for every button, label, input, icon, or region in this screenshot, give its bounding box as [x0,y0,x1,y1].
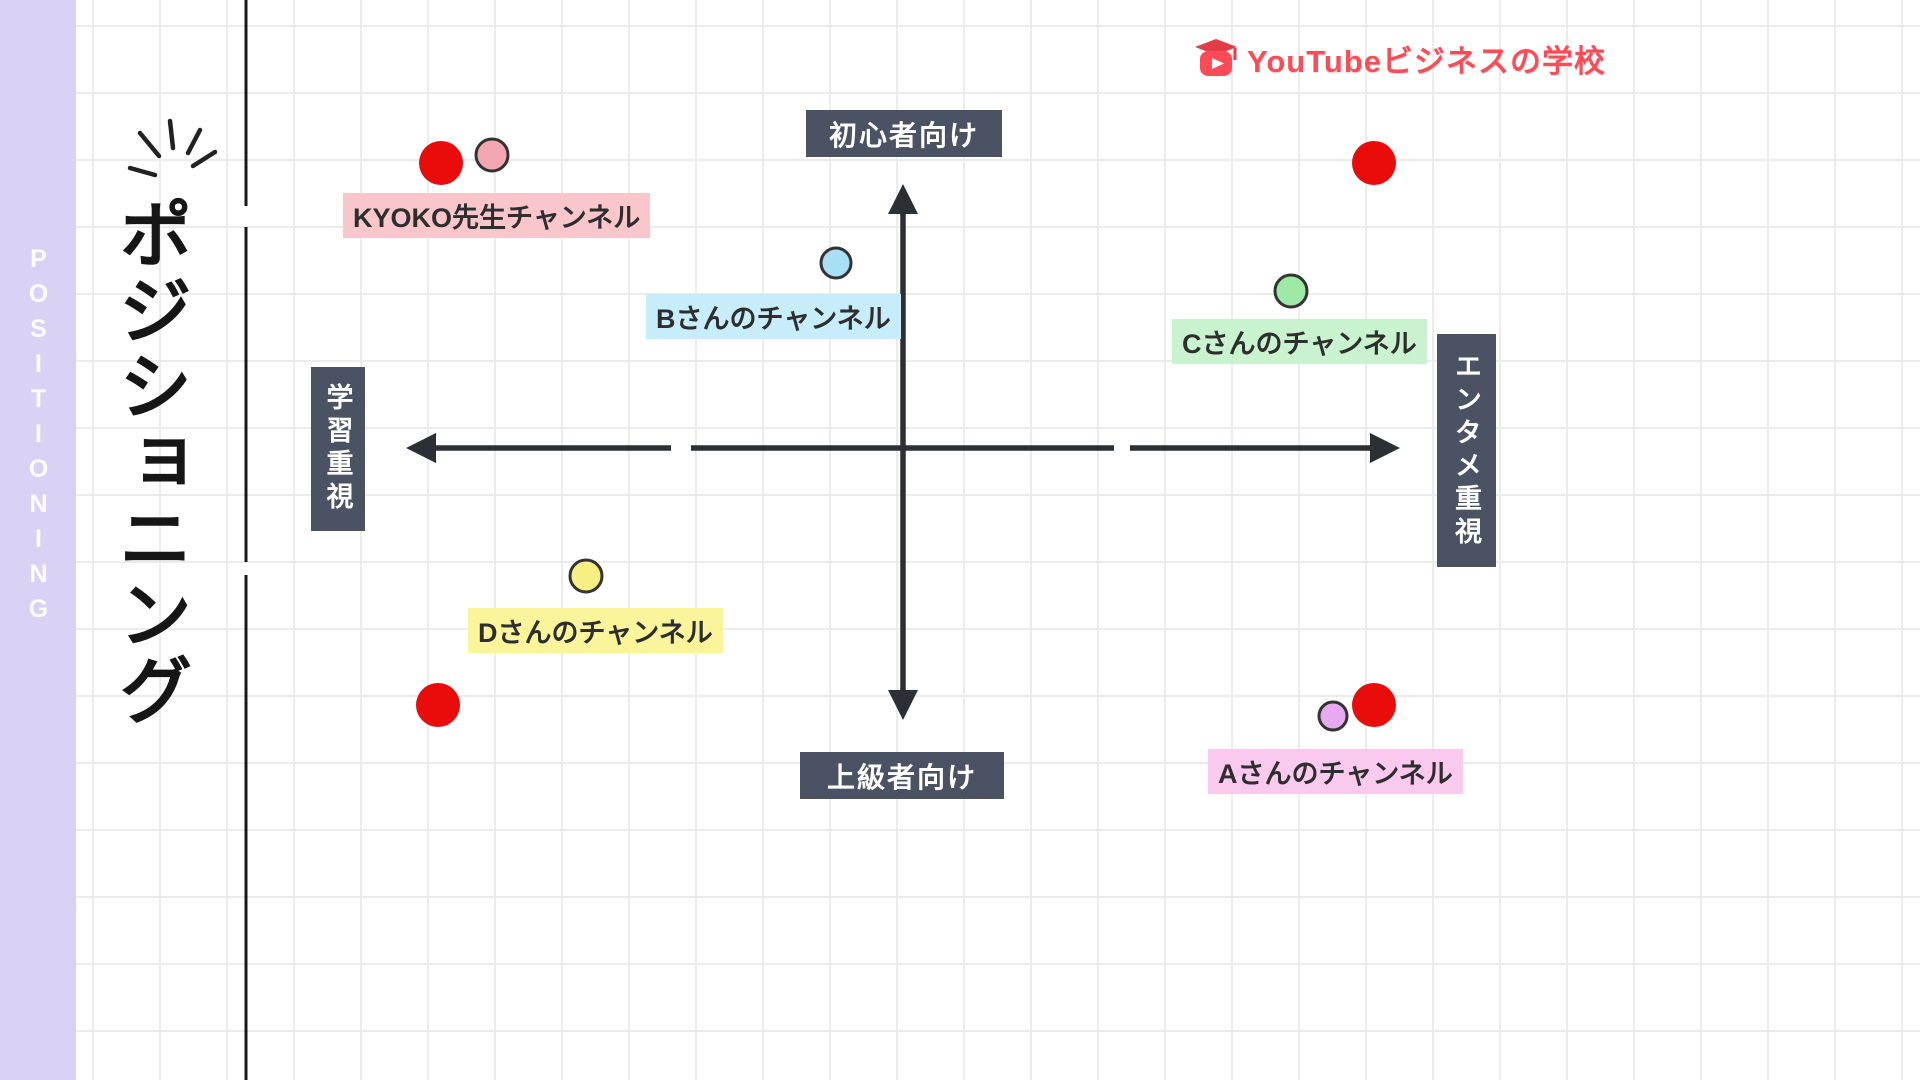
axis-label-left: 学習重視 [311,367,365,531]
red-dot-top-right [1352,141,1396,185]
channel-label-b: Bさんのチャンネル [646,294,901,339]
red-dot-top-left [419,141,463,185]
axis-label-right: エンタメ重視 [1437,334,1496,567]
channel-dot-b [819,246,853,280]
brand-logo: YouTubeビジネスの学校 [1193,36,1606,81]
axis-label-top: 初心者向け [806,110,1002,157]
channel-dot-d [568,558,604,594]
accent-strip [0,0,76,1080]
channel-label-c: Cさんのチャンネル [1172,319,1427,364]
channel-label-a: Aさんのチャンネル [1208,749,1463,794]
channel-dot-kyoko [474,137,510,173]
horizontal-axis-arrow [406,433,1400,463]
channel-label-kyoko: KYOKO先生チャンネル [343,193,651,238]
positioning-side-label: POSITIONING [24,244,53,630]
red-dot-bottom-left [416,683,460,727]
red-dot-bottom-right [1352,683,1396,727]
burst-icon [127,118,218,178]
grid-board [76,0,1920,1080]
vertical-axis-arrow [888,184,918,720]
axis-label-bottom: 上級者向け [800,752,1004,799]
page-title: ポジショニング [108,196,191,728]
logo-text: YouTubeビジネスの学校 [1247,44,1606,79]
youtube-play-icon [1195,38,1237,76]
channel-dot-c [1273,273,1309,309]
channel-dot-a [1317,700,1349,732]
channel-label-d: Dさんのチャンネル [468,608,723,653]
